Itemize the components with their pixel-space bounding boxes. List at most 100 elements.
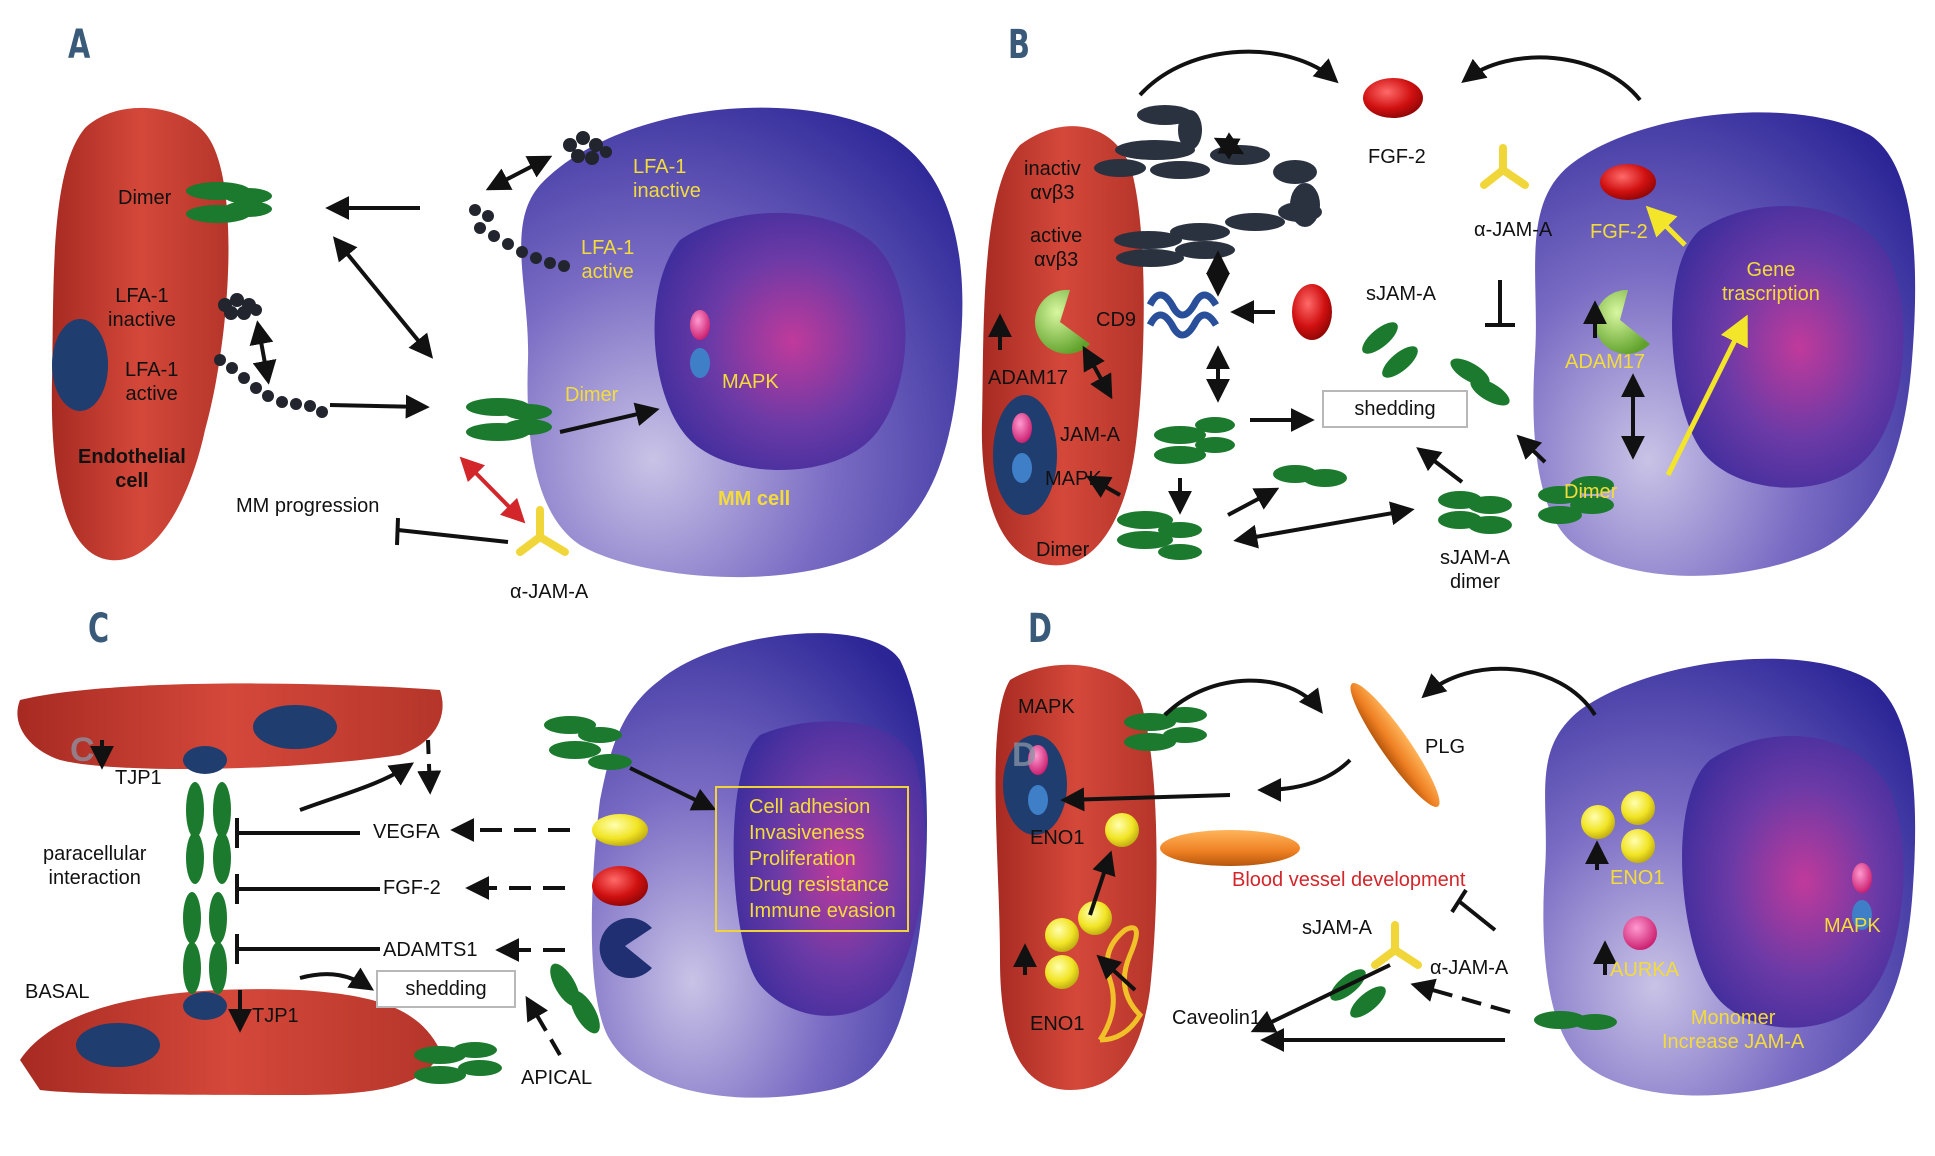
mapk-pink-icon [1028,745,1048,775]
eno1-icon [1045,791,1655,989]
panel-letter-d: D [1028,606,1052,652]
arrow [1138,49,1339,97]
label-eno1-mm: ENO1 [1610,867,1665,889]
shedding-box-c: shedding [376,970,516,1008]
label-sjam-a: sJAM-A [1366,283,1436,305]
label-mapk-a: MAPK [722,371,779,393]
aurka-icon [1623,916,1657,950]
effect-item: Drug resistance [749,874,890,896]
dashed-arrow [417,739,442,795]
label-lfa-1-inactive-ec: LFA-1 inactive [108,285,176,331]
antibody-icon [1480,144,1529,189]
cd9-icon [1146,291,1220,339]
inhibition-bar [1450,888,1468,914]
jam-a-dimer-icon [186,182,272,223]
label-mm-cell: MM cell [718,488,791,510]
label-tjp1-top: TJP1 [115,767,162,789]
lfa-1-active-icon [469,204,570,272]
yellow-arrow [1665,314,1748,477]
arrow [485,155,553,191]
label-tjp1-bottom: TJP1 [252,1005,299,1027]
panel-c [17,633,927,1098]
label-lfa-1-active-mm: LFA-1 active [581,237,635,283]
label-jam-a: JAM-A [1060,424,1120,446]
adam17-icon [1034,289,1090,354]
shedding-box: shedding [1322,390,1468,428]
label-mapk-d-ec: MAPK [1018,696,1075,718]
label-fgf-2-mm: FGF-2 [1590,221,1648,243]
label-gene-transcription: Gene trascription [1722,259,1820,305]
endothelial-cell-top [17,683,443,770]
mapk-blue-icon [690,348,710,378]
lfa-1-inactive-icon [218,293,262,320]
label-adam17-mm: ADAM17 [1565,351,1646,373]
endothelial-cell-bottom [20,989,440,1095]
arrow [1227,487,1280,517]
fgf-2-icon [1292,284,1332,340]
adamts1-icon [599,918,652,978]
label-sjam-a-dimer: sJAM-A dimer [1440,547,1510,593]
arrow [299,967,375,991]
arrow [1233,501,1415,549]
mm-nucleus-b [1672,206,1904,488]
label-basal: BASAL [25,981,90,1003]
label-apical: APICAL [521,1067,593,1089]
label-blood-vessel-development: Blood vessel development [1232,869,1466,891]
fgf-2-icon [1600,164,1656,200]
arrow [1060,787,1231,812]
label-fgf-2-top: FGF-2 [1368,146,1426,168]
label-dimer-ec: Dimer [118,187,172,209]
label-eno1-ec-top: ENO1 [1030,827,1085,849]
label-mapk-b: MAPK [1045,468,1102,490]
plg-icon [1160,830,1300,866]
panel-letter-b: B [1008,22,1030,68]
label-dimer-b-mm: Dimer [1564,481,1618,503]
effect-item: Invasiveness [749,822,865,844]
arrow [299,762,414,812]
panel-b [981,49,1916,576]
vegfa-icon [592,814,648,846]
panel-letter-a: A [68,22,91,68]
arrow [1163,678,1323,717]
nucleus-icon [253,705,337,749]
inhibition-line [397,528,509,544]
label-caveolin1: Caveolin1 [1172,1007,1261,1029]
plg-icon [1350,683,1440,807]
label-aurka: AURKA [1610,959,1679,981]
dashed-arrow [1410,978,1511,1014]
label-paracellular-interaction: paracellular interaction [43,843,147,889]
nucleus-icon [1003,735,1067,835]
nucleus-icon [76,1023,160,1067]
endothelial-cell-a [51,107,229,561]
arrow [1096,954,1137,992]
label-cd9: CD9 [1096,309,1137,331]
label-inactive-integrin: inactiv αvβ3 [1024,158,1081,204]
panel-d [995,658,1916,1096]
arrow [1088,850,1116,916]
arrow [1516,434,1547,464]
label-lfa-1-inactive-mm: LFA-1 inactive [633,156,701,202]
label-sjam-a-d: sJAM-A [1302,917,1372,939]
effect-item: Immune evasion [749,900,896,922]
arrow [332,236,434,359]
label-anti-jam-a-b: α-JAM-A [1474,219,1553,241]
label-adamts1: ADAMTS1 [383,939,478,961]
mm-nucleus-a [654,212,906,470]
panel-letter-c: C [88,606,110,652]
red-arrow [459,456,526,524]
antibody-icon [516,506,569,556]
effect-item: Cell adhesion [749,796,871,818]
tjp1-icon [183,992,227,1020]
caveolin1-icon [1097,925,1144,1043]
mapk-pink-icon [1012,413,1032,443]
effects-box: Cell adhesion Invasiveness Proliferation… [715,786,909,932]
fgf-2-icon [1363,78,1423,118]
label-endothelial-cell: Endothelial cell [78,446,186,492]
nucleus-icon [52,319,108,411]
label-fgf-2-c: FGF-2 [383,877,441,899]
mapk-blue-icon [1012,453,1032,483]
arrow [1250,963,1391,1033]
arrow [559,402,660,434]
